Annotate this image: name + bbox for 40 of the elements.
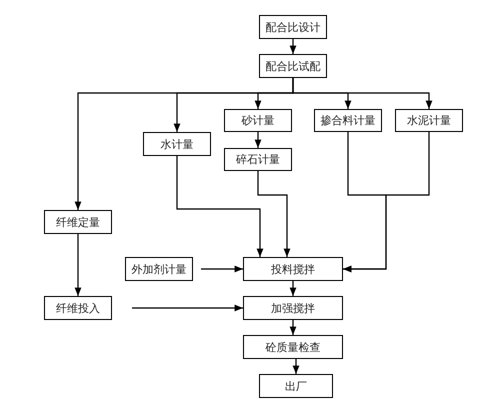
arrow	[290, 281, 296, 296]
step-label: 砂计量	[242, 113, 274, 128]
process-box	[125, 257, 193, 281]
process-box	[259, 15, 327, 39]
process-box	[314, 109, 382, 132]
step-label: 配合比设计	[266, 20, 320, 34]
process-box	[395, 109, 463, 132]
step-label: 水泥计量	[407, 113, 451, 128]
process-box	[243, 296, 343, 320]
arrow	[201, 266, 243, 272]
arrow	[254, 132, 262, 148]
step-label: 加强搅拌	[271, 300, 315, 316]
step-label: 碎石计量	[236, 152, 280, 167]
arrow	[176, 156, 264, 257]
arrow	[290, 320, 296, 335]
process-box	[224, 148, 292, 171]
step-label: 掺合料计量	[320, 113, 376, 128]
step-label: 纤维定量	[56, 214, 100, 230]
step-label: 出厂	[285, 378, 307, 394]
arrow	[292, 78, 432, 109]
process-box	[44, 210, 112, 234]
step-label: 投料搅拌	[271, 262, 315, 276]
process-box	[259, 374, 333, 398]
process-box	[259, 54, 327, 78]
step-label: 纤维投入	[56, 300, 100, 316]
process-box	[243, 257, 343, 281]
step-label: 砼质量检查	[266, 340, 320, 354]
arrow	[343, 132, 430, 272]
process-box	[243, 335, 343, 359]
arrow	[74, 234, 82, 296]
step-label: 水计量	[160, 136, 194, 152]
arrow	[290, 39, 296, 54]
process-box	[44, 296, 112, 320]
step-label: 外加剂计量	[132, 262, 186, 276]
process-box	[224, 109, 292, 132]
arrow	[132, 304, 243, 312]
arrow	[292, 359, 300, 374]
process-box	[143, 132, 211, 156]
step-label: 配合比试配	[266, 58, 320, 74]
arrow	[257, 171, 290, 257]
